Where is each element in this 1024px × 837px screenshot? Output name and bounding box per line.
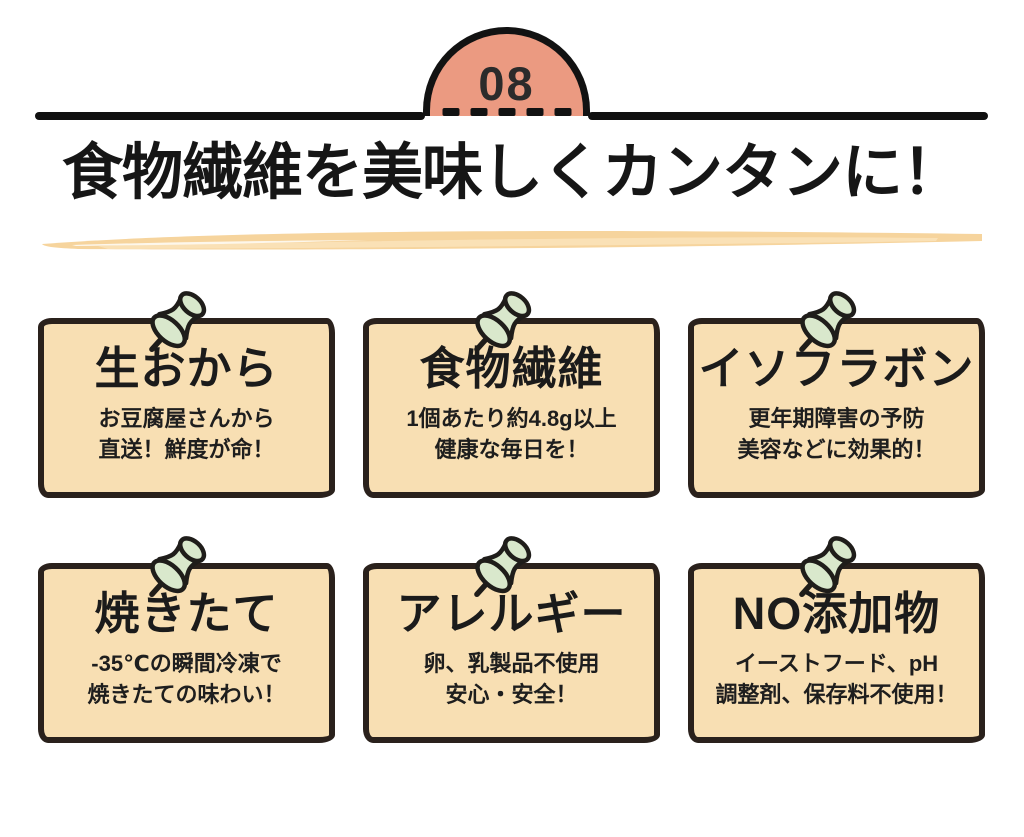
card-line: -35℃の瞬間冷凍で xyxy=(91,651,282,676)
card-body: 更年期障害の予防 美容などに効果的！ xyxy=(737,403,935,465)
header-rule-right xyxy=(588,112,988,120)
badge-dashed-line xyxy=(442,108,571,116)
card-body: -35℃の瞬間冷凍で 焼きたての味わい！ xyxy=(87,648,285,710)
card-line: 卵、乳製品不使用 xyxy=(423,651,600,676)
card-title: 生おから xyxy=(94,343,279,394)
feature-card-okara: 生おから お豆腐屋さんから 直送！鮮度が命！ xyxy=(38,318,335,498)
page-title: 食物繊維を美味しくカンタンに！ xyxy=(61,138,963,206)
card-line: 1個あたり約4.8g以上 xyxy=(406,406,617,431)
card-line: お豆腐屋さんから xyxy=(98,406,275,431)
card-line: イーストフード、pH xyxy=(734,651,939,676)
card-title: 食物繊維 xyxy=(419,343,604,394)
section-number: 08 xyxy=(478,57,535,110)
feature-card-no-additives: NO添加物 イーストフード、pH 調整剤、保存料不使用！ xyxy=(688,563,985,743)
card-line: 健康な毎日を！ xyxy=(434,437,589,462)
card-line: 調整剤、保存料不使用！ xyxy=(715,682,958,707)
feature-card-isoflavone: イソフラボン 更年期障害の予防 美容などに効果的！ xyxy=(688,318,985,498)
card-body: 卵、乳製品不使用 安心・安全！ xyxy=(423,648,599,710)
card-line: 安心・安全！ xyxy=(445,682,578,707)
feature-card-fiber: 食物繊維 1個あたり約4.8g以上 健康な毎日を！ xyxy=(363,318,660,498)
header-rule-left xyxy=(35,112,425,120)
card-line: 焼きたての味わい！ xyxy=(87,682,286,707)
card-line: 直送！鮮度が命！ xyxy=(98,437,275,462)
feature-card-fresh-baked: 焼きたて -35℃の瞬間冷凍で 焼きたての味わい！ xyxy=(38,563,335,743)
brush-underline xyxy=(42,230,982,250)
card-title: アレルギー xyxy=(396,588,627,639)
section-number-badge: 08 xyxy=(423,27,590,116)
card-body: 1個あたり約4.8g以上 健康な毎日を！ xyxy=(406,403,616,465)
card-line: 美容などに効果的！ xyxy=(737,437,936,462)
feature-card-allergy: アレルギー 卵、乳製品不使用 安心・安全！ xyxy=(363,563,660,743)
card-line: 更年期障害の予防 xyxy=(748,406,925,431)
card-title: NO添加物 xyxy=(732,588,941,639)
card-title: 焼きたて xyxy=(94,588,279,639)
card-body: イーストフード、pH 調整剤、保存料不使用！ xyxy=(715,648,957,710)
card-body: お豆腐屋さんから 直送！鮮度が命！ xyxy=(98,403,274,465)
card-title: イソフラボン xyxy=(698,343,975,394)
